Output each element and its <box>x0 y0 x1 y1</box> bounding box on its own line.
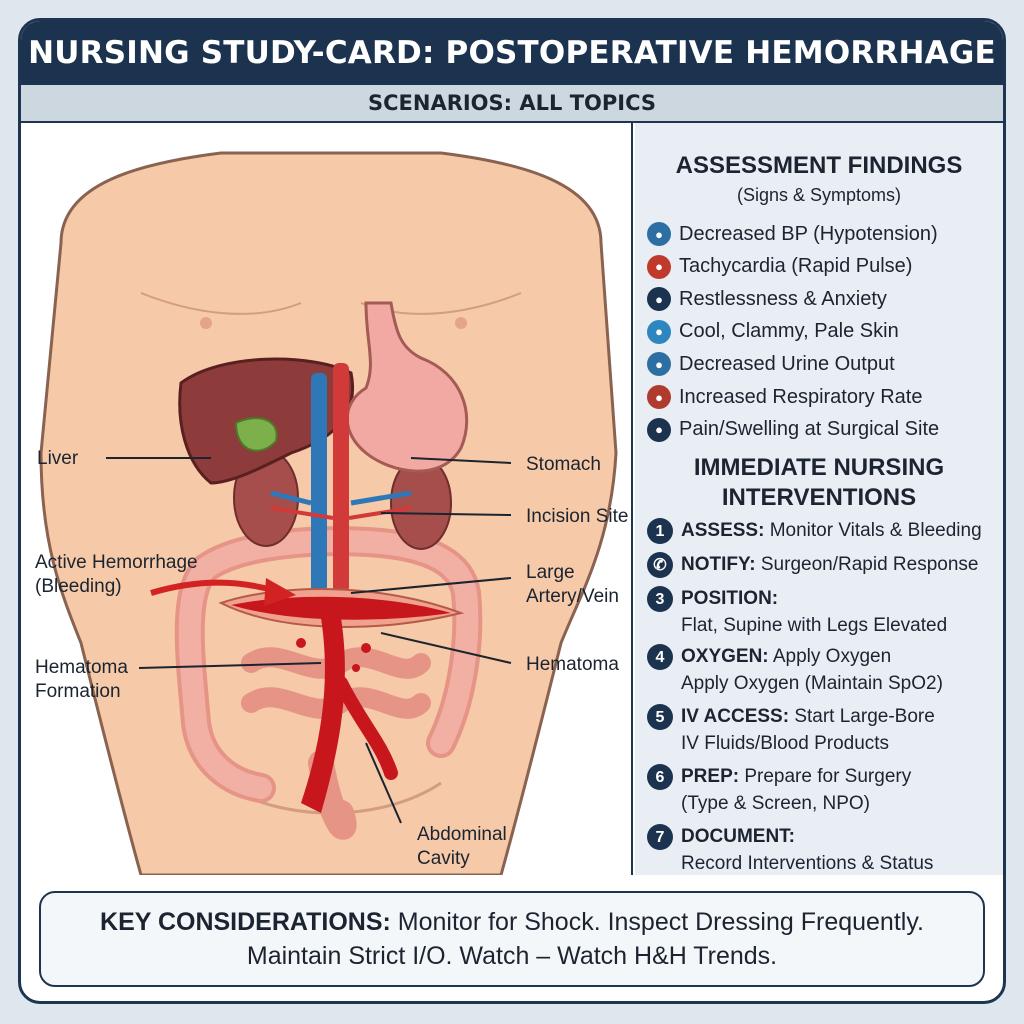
label-large-artery-vein: Large Artery/Vein <box>526 562 619 607</box>
incision-bleeding <box>231 596 451 620</box>
assessment-heading: ASSESSMENT FINDINGS <box>675 152 963 179</box>
study-card: NURSING STUDY-CARD: POSTOPERATIVE HEMORR… <box>18 18 1006 1004</box>
vena-cava <box>311 373 327 593</box>
assessment-item: ● Cool, Clammy, Pale Skin <box>647 317 899 347</box>
intervention-item: 3 POSITION: Flat, Supine with Legs Elevat… <box>647 585 999 639</box>
stomach <box>345 301 469 473</box>
intervention-text: Prepare for Surgery <box>744 766 912 787</box>
pain-icon: ● <box>647 417 671 442</box>
step-number-badge: 4 <box>647 644 673 670</box>
gallbladder <box>234 417 278 452</box>
card-title: NURSING STUDY-CARD: POSTOPERATIVE HEMORR… <box>21 21 1003 85</box>
heart-rate-icon: ● <box>647 254 671 279</box>
assessment-item: ● Decreased BP (Hypotension) <box>647 219 938 249</box>
intervention-keyword: OXYGEN: <box>681 646 769 667</box>
label-abdominal-cavity: Abdominal Cavity <box>417 824 507 869</box>
label-liver: Liver <box>37 448 79 469</box>
intervention-detail: Record Interventions & Status <box>681 853 934 874</box>
step-number-badge: 3 <box>647 586 673 612</box>
urine-output-icon: ● <box>647 352 671 377</box>
key-considerations-label: KEY CONSIDERATIONS: <box>100 908 391 936</box>
intervention-item: 1 ASSESS: Monitor Vitals & Bleeding <box>647 517 999 544</box>
intervention-item: ✆ NOTIFY: Surgeon/Rapid Response <box>647 551 999 578</box>
assessment-item: ● Increased Respiratory Rate <box>647 382 922 412</box>
intervention-detail: Flat, Supine with Legs Elevated <box>681 615 948 636</box>
intervention-text: Start Large-Bore <box>794 706 935 727</box>
intervention-detail: (Type & Screen, NPO) <box>681 793 871 814</box>
lungs-icon: ● <box>647 385 671 409</box>
blood-pressure-icon: ● <box>647 222 671 246</box>
phone-icon: ✆ <box>647 552 673 578</box>
intervention-keyword: IV ACCESS: <box>681 706 790 727</box>
assessment-item-label: Decreased BP (Hypotension) <box>679 222 938 245</box>
intervention-text: Surgeon/Rapid Response <box>760 554 979 575</box>
key-considerations-line1: Monitor for Shock. Inspect Dressing Freq… <box>397 908 924 936</box>
intervention-keyword: NOTIFY: <box>681 554 756 575</box>
key-considerations-line2: Maintain Strict I/O. Watch – Watch H&H T… <box>246 942 778 970</box>
assessment-item-label: Restlessness & Anxiety <box>679 287 887 310</box>
assessment-item-label: Pain/Swelling at Surgical Site <box>679 418 940 441</box>
assessment-item: ● Pain/Swelling at Surgical Site <box>647 415 939 445</box>
blood-trail <box>301 618 345 813</box>
hemorrhage-arrow <box>150 579 277 596</box>
abdomen-illustration <box>39 151 618 875</box>
label-stomach: Stomach <box>526 454 601 475</box>
aorta <box>333 363 349 593</box>
intervention-detail: IV Fluids/Blood Products <box>681 733 890 754</box>
anatomy-diagram: Liver Stomach Incision Site Active Hemor… <box>21 123 633 875</box>
intervention-keyword: ASSESS: <box>681 520 765 541</box>
assessment-item: ● Decreased Urine Output <box>647 349 895 379</box>
step-number-badge: 6 <box>647 764 673 790</box>
card-subtitle: SCENARIOS: ALL TOPICS <box>21 85 1003 123</box>
step-number-badge: 1 <box>647 518 673 544</box>
cold-skin-icon: ● <box>647 319 671 344</box>
left-nipple <box>200 317 212 329</box>
key-considerations: KEY CONSIDERATIONS: Monitor for Shock. I… <box>39 891 985 987</box>
step-number-badge: 5 <box>647 704 673 730</box>
label-active-hemorrhage: Active Hemorrhage (Bleeding) <box>35 552 198 597</box>
intervention-detail: Apply Oxygen (Maintain SpO2) <box>681 673 943 694</box>
large-intestine <box>174 526 483 803</box>
intervention-item: 5 IV ACCESS: Start Large-Bore IV Fluids/Bl… <box>647 703 999 757</box>
assessment-subheading: (Signs & Symptoms) <box>736 185 902 205</box>
assessment-item-label: Tachycardia (Rapid Pulse) <box>679 255 913 278</box>
label-hematoma-formation: Hematoma Formation <box>35 657 128 702</box>
right-nipple <box>455 317 467 329</box>
label-incision-site: Incision Site <box>526 506 629 527</box>
intervention-keyword: DOCUMENT: <box>681 826 795 847</box>
assessment-item: ● Restlessness & Anxiety <box>647 284 887 314</box>
interventions-heading: IMMEDIATE NURSING INTERVENTIONS <box>693 454 945 511</box>
assessment-item: ● Tachycardia (Rapid Pulse) <box>647 252 912 282</box>
intervention-item: 6 PREP: Prepare for Surgery (Type & Screen… <box>647 763 999 817</box>
side-panel: ASSESSMENT FINDINGS (Signs & Symptoms) ●… <box>635 123 1003 875</box>
assessment-item-label: Decreased Urine Output <box>679 352 895 375</box>
assessment-item-label: Cool, Clammy, Pale Skin <box>679 320 899 343</box>
intervention-keyword: PREP: <box>681 766 740 787</box>
step-number-badge: 7 <box>647 824 673 850</box>
intervention-text: Monitor Vitals & Bleeding <box>769 520 982 541</box>
anxiety-icon: ● <box>647 287 671 312</box>
label-hematoma: Hematoma <box>526 654 619 675</box>
intervention-item: 7 DOCUMENT: Record Interventions & Status <box>647 823 999 877</box>
intervention-keyword: POSITION: <box>681 588 779 609</box>
assessment-item-label: Increased Respiratory Rate <box>679 385 923 408</box>
intervention-text: Apply Oxygen <box>772 646 892 667</box>
